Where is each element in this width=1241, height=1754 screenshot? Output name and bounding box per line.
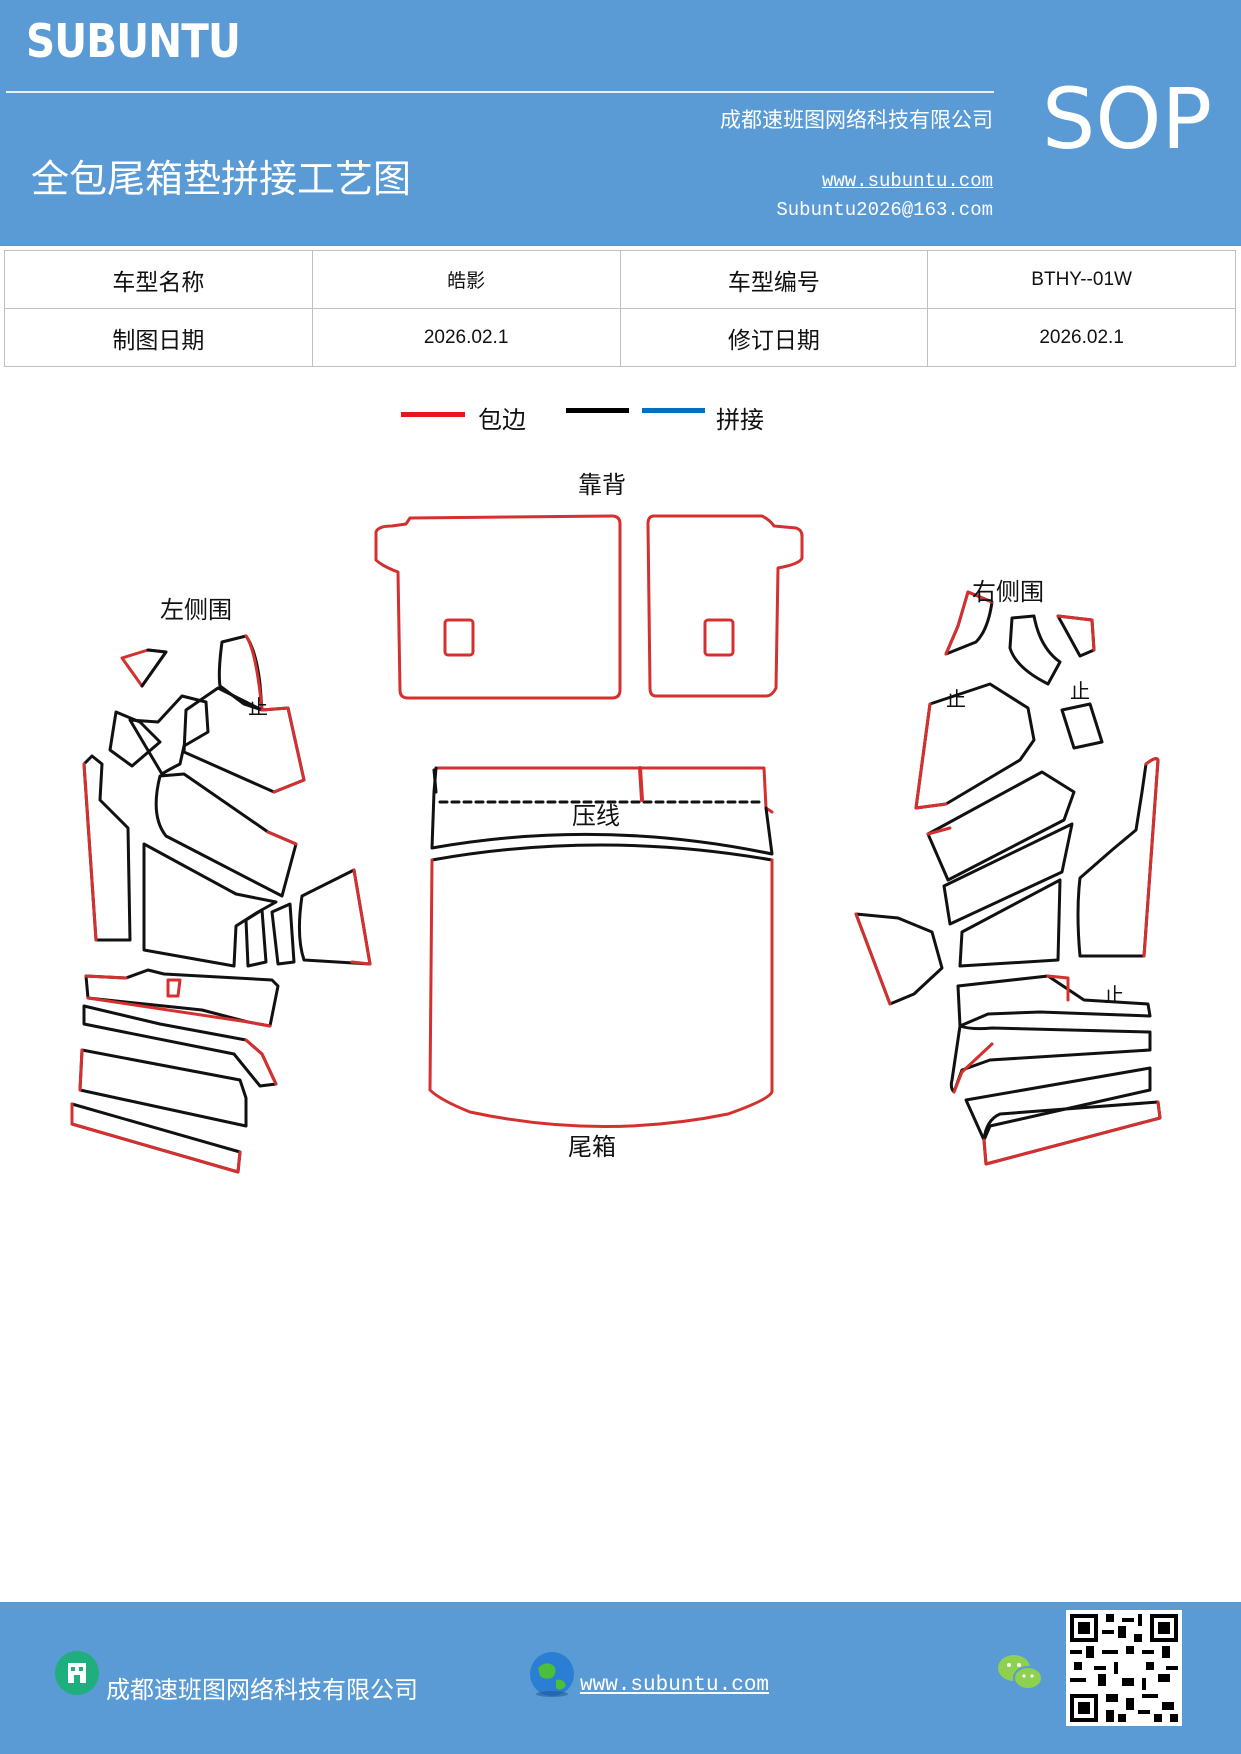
legend: 包边 拼接 (0, 398, 1241, 438)
trunk-main-piece (428, 858, 774, 1129)
table-cell: 制图日期 (4, 308, 313, 367)
header-divider (6, 91, 994, 93)
stop-mark: 止 (1104, 983, 1124, 1007)
sop-badge: SOP (1042, 70, 1213, 168)
table-cell: BTHY--01W (927, 250, 1236, 309)
legend-swatch-black (566, 408, 629, 413)
stop-mark: 止 (248, 695, 268, 719)
trunk-top-strip-outline (430, 766, 774, 856)
table-cell: 2026.02.1 (311, 308, 621, 367)
stop-mark: 止 (1070, 679, 1090, 703)
left-side-piece (297, 868, 372, 966)
right-side-piece (854, 912, 944, 1006)
qr-code (1066, 1610, 1182, 1726)
wechat-icon (998, 1655, 1043, 1690)
right-side-piece (926, 770, 1076, 882)
left-side-piece (244, 908, 268, 968)
info-table: 车型名称 皓影 车型编号 BTHY--01W 制图日期 2026.02.1 修订… (4, 250, 1236, 367)
backrest-right-hole (703, 618, 735, 657)
company-name: 成都速班图网络科技有限公司 (720, 108, 993, 132)
left-side-piece (270, 902, 296, 966)
building-icon (55, 1651, 99, 1695)
right-side-piece (958, 878, 1062, 968)
left-side-strip (70, 1102, 242, 1174)
stop-mark: 止 (946, 687, 966, 711)
qr-code-pattern (1066, 1610, 1182, 1726)
press-line-label: 压线 (572, 802, 620, 830)
table-cell: 修订日期 (619, 308, 929, 367)
footer-website-link[interactable]: www.subuntu.com (580, 1674, 770, 1697)
legend-label-splice: 拼接 (716, 408, 764, 434)
header-banner: SUBUNTU 成都速班图网络科技有限公司 全包尾箱垫拼接工艺图 www.sub… (0, 0, 1241, 246)
right-side-piece (1008, 614, 1062, 686)
trunk-label: 尾箱 (568, 1133, 616, 1161)
left-side-strip (166, 978, 182, 998)
email-address: Subuntu2026@163.com (776, 199, 993, 221)
backrest-label: 靠背 (578, 471, 626, 499)
table-row: 制图日期 2026.02.1 修订日期 2026.02.1 (4, 308, 1236, 367)
left-side-label: 左侧围 (160, 596, 232, 624)
right-side-piece (914, 682, 1036, 810)
right-side-label: 右侧围 (972, 578, 1044, 606)
right-side-piece (942, 822, 1074, 926)
left-side-piece (128, 694, 210, 776)
table-cell: 车型名称 (4, 250, 313, 309)
left-side-piece (108, 710, 162, 768)
legend-swatch-edge (401, 412, 465, 417)
backrest-left-piece (374, 514, 622, 700)
legend-label-edge: 包边 (478, 408, 526, 434)
right-side-piece (1056, 614, 1096, 658)
right-side-strip (949, 1024, 1152, 1094)
trunk-main-outline (430, 843, 774, 862)
left-side-strip (84, 968, 280, 1028)
backrest-right-piece (646, 514, 804, 698)
right-side-strip (956, 974, 1152, 1028)
table-cell: 车型编号 (619, 250, 929, 309)
table-row: 车型名称 皓影 车型编号 BTHY--01W (4, 250, 1236, 309)
page-title: 全包尾箱垫拼接工艺图 (31, 159, 412, 201)
table-cell: 2026.02.1 (927, 308, 1236, 367)
footer-company: 成都速班图网络科技有限公司 (106, 1678, 418, 1704)
brand-logo: SUBUNTU (26, 14, 241, 68)
left-side-strip (82, 1004, 278, 1088)
right-side-piece (1060, 702, 1104, 750)
left-side-piece (82, 754, 132, 942)
table-cell: 皓影 (311, 250, 621, 309)
right-side-strip (982, 1100, 1162, 1166)
left-side-piece (142, 842, 278, 968)
website-link[interactable]: www.subuntu.com (821, 170, 993, 192)
backrest-left-hole (443, 618, 475, 657)
legend-swatch-splice (642, 408, 705, 413)
pattern-diagram: 靠背 左侧围 右侧围 压线 尾箱 止 止 止 止 (70, 471, 1162, 1174)
globe-icon (530, 1652, 574, 1697)
